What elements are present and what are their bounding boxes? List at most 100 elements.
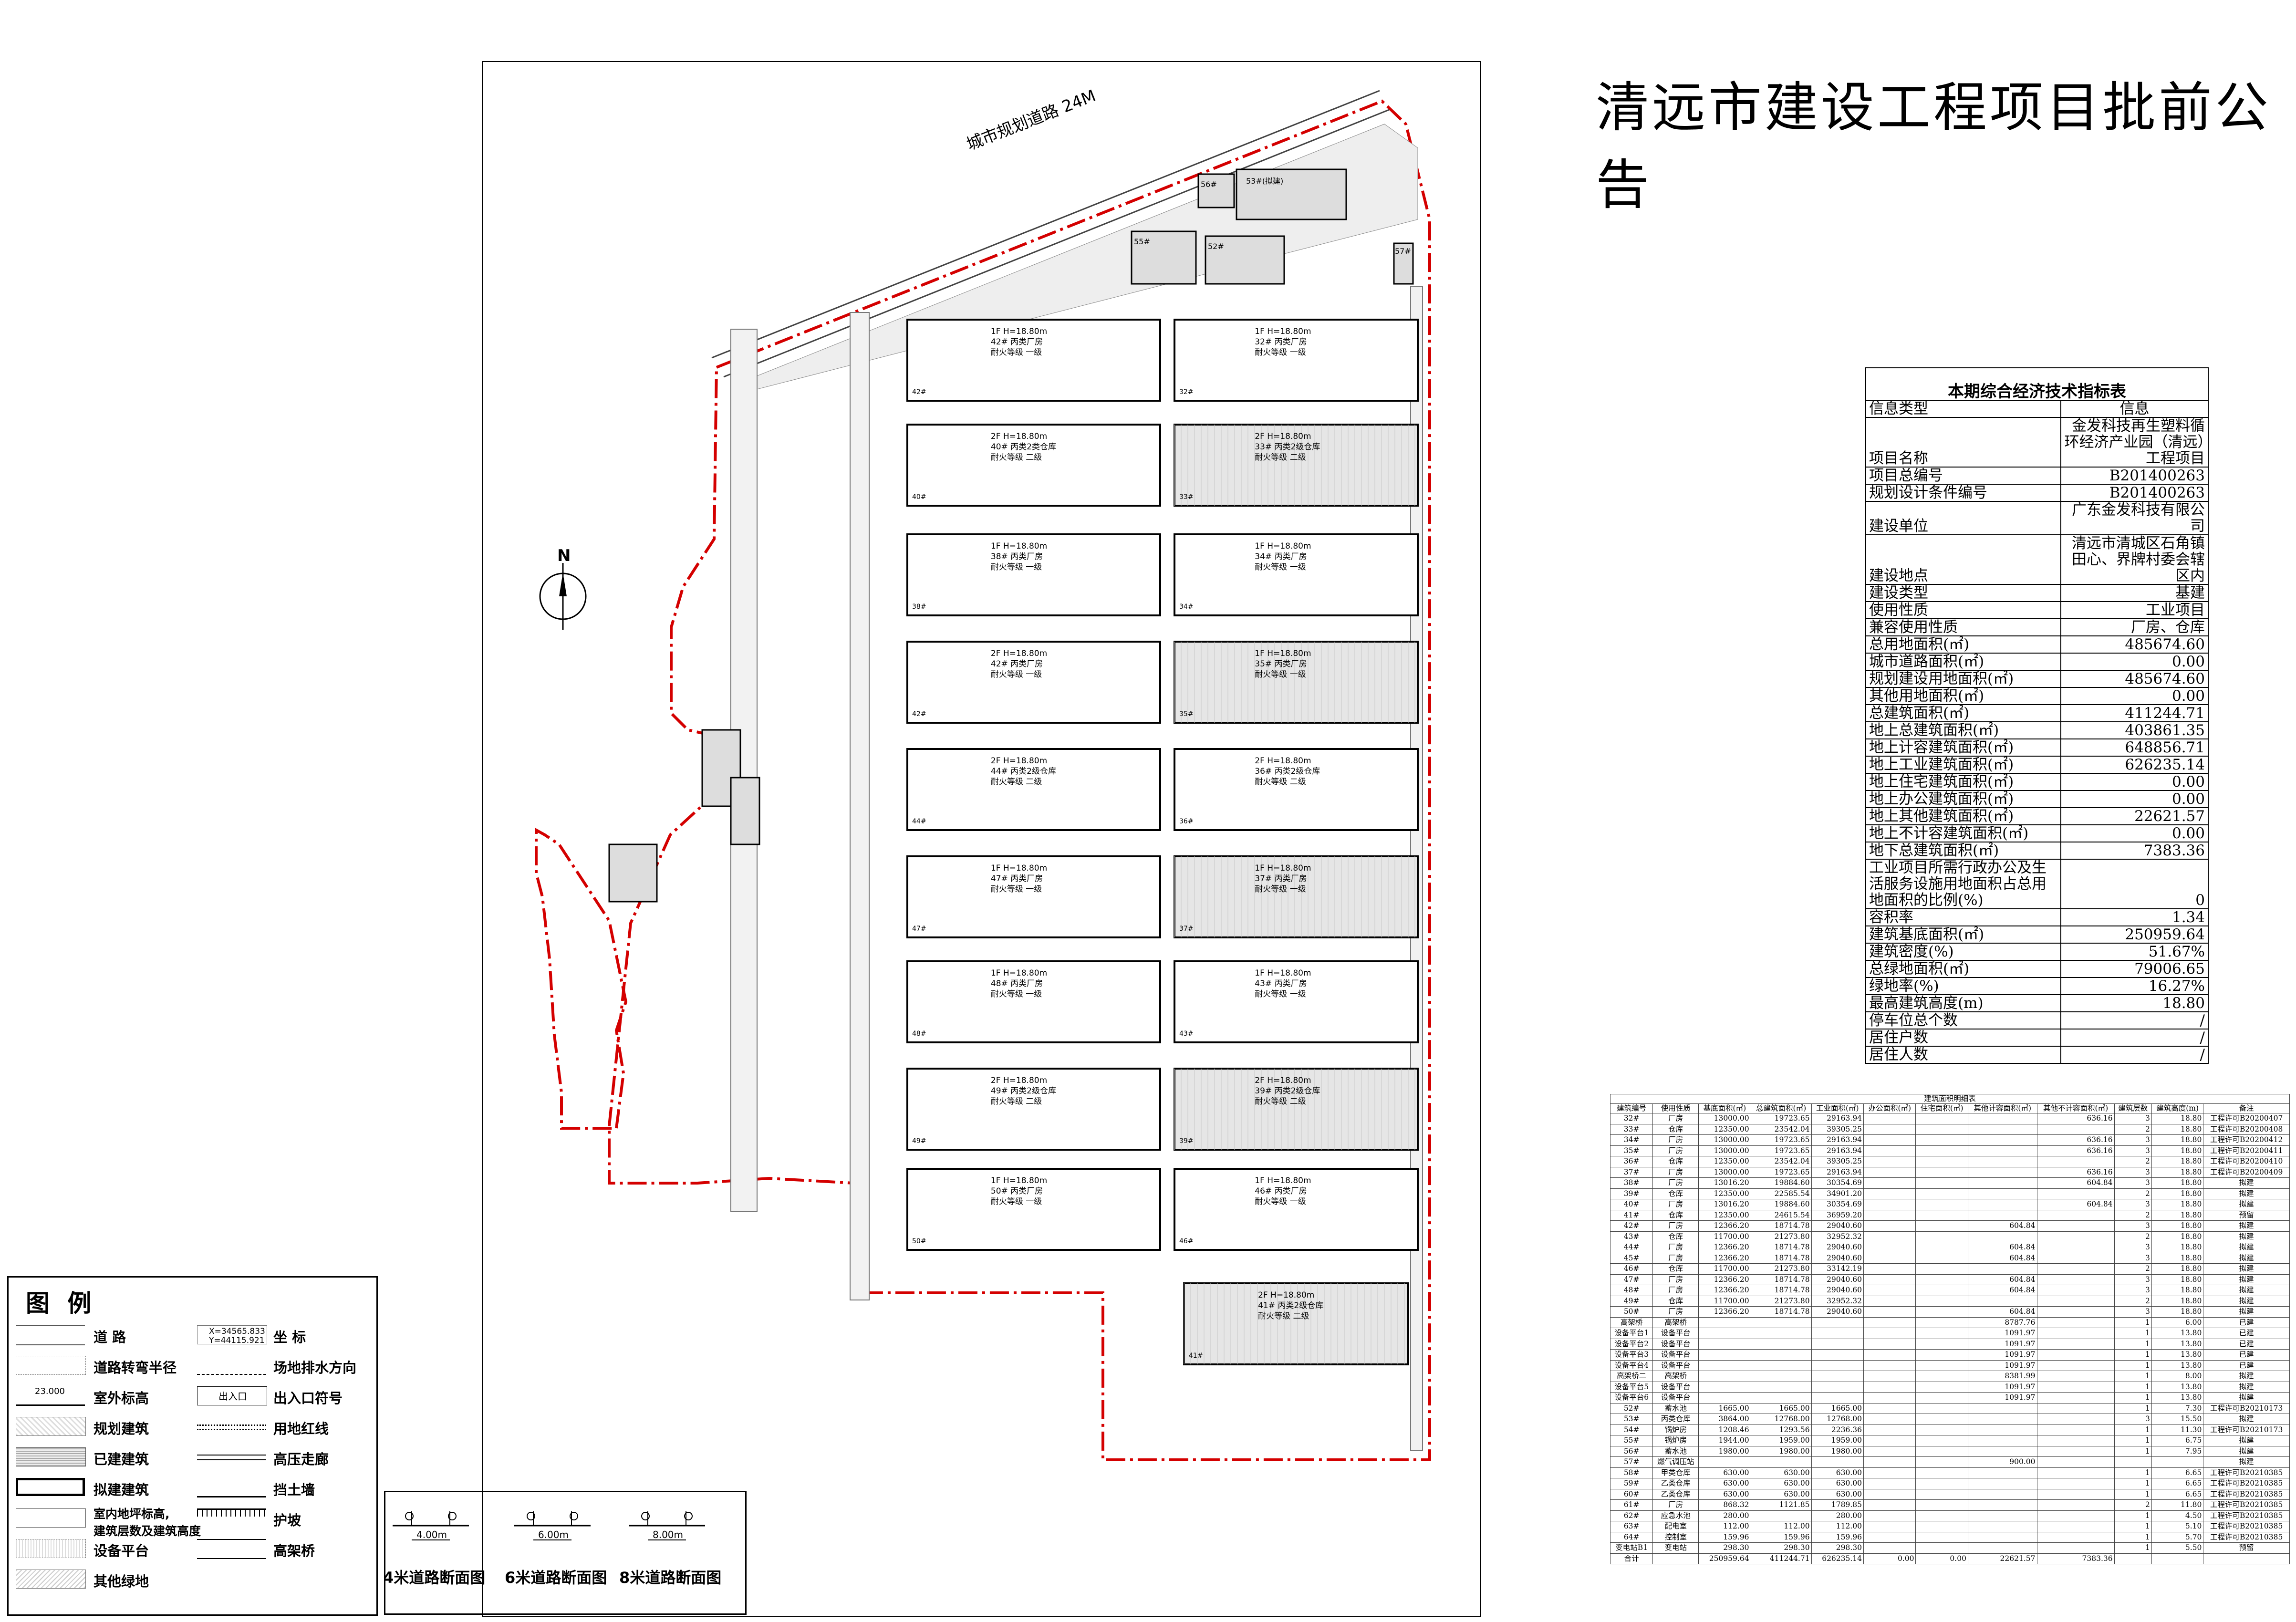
area-cell	[1863, 1242, 1916, 1253]
north-arrow-icon	[539, 563, 587, 630]
area-cell: 2	[2114, 1156, 2152, 1167]
area-cell: 1	[2114, 1371, 2152, 1382]
area-cell: 604.84	[1967, 1274, 2037, 1285]
area-cell	[1967, 1177, 2037, 1189]
area-cell: 18.80	[2151, 1123, 2204, 1135]
building-tag: 42#	[912, 710, 926, 718]
area-cell: 1	[2114, 1510, 2152, 1521]
indicator-key: 地上住宅建筑面积(㎡)	[1865, 773, 2061, 791]
area-cell: 630.00	[1811, 1478, 1864, 1489]
area-cell	[1915, 1123, 1968, 1135]
area-cell	[1967, 1445, 2037, 1457]
area-cell: 60#	[1610, 1488, 1653, 1500]
area-cell: 高架桥	[1652, 1317, 1699, 1328]
area-cell: 拟建	[2203, 1371, 2290, 1382]
area-cell: 604.84	[1967, 1306, 2037, 1318]
area-cell	[1915, 1424, 1968, 1435]
area-cell: 18.80	[2151, 1231, 2204, 1242]
area-cell: 18.80	[2151, 1295, 2204, 1307]
area-cell	[1863, 1252, 1916, 1264]
road-section-label: 4米道路断面图	[385, 1569, 485, 1587]
area-cell	[2036, 1360, 2115, 1371]
building-label: 2F H=18.80m	[991, 432, 1047, 441]
area-cell	[1863, 1177, 1916, 1189]
area-cell: 1091.97	[1967, 1349, 2037, 1361]
building-tag: 42#	[912, 388, 926, 396]
indicator-row: 绿地率(%)16.27%	[1865, 977, 2209, 995]
area-cell: 36959.20	[1811, 1209, 1864, 1221]
legend-swatch	[16, 1508, 86, 1528]
indicator-key: 建设单位	[1865, 501, 2061, 535]
legend-label: 坐 标	[273, 1329, 306, 1345]
area-cell: 3	[2114, 1414, 2152, 1425]
area-cell: 厂房	[1652, 1499, 1699, 1511]
building-tag: 41#	[1189, 1352, 1203, 1360]
indicator-value: 485674.60	[2060, 635, 2209, 654]
building-label: 耐火等级 一级	[1255, 1197, 1306, 1206]
area-cell	[2036, 1123, 2115, 1135]
indicator-key: 地上其他建筑面积(㎡)	[1865, 807, 2061, 825]
building-label: 1F H=18.80m	[991, 1176, 1047, 1185]
indicator-table: 本期综合经济技术指标表 信息类型 信息 项目名称金发科技再生塑料循环经济产业园（…	[1865, 367, 2209, 1064]
building-label: 耐火等级 一级	[991, 989, 1042, 999]
road-width: 6.00m	[538, 1529, 569, 1540]
indicator-row: 其他用地面积(㎡)0.00	[1865, 687, 2209, 705]
area-cell	[1698, 1317, 1751, 1328]
area-cell: 1665.00	[1811, 1403, 1864, 1414]
area-cell: 18.80	[2151, 1252, 2204, 1264]
indicator-value: 403861.35	[2060, 721, 2209, 739]
area-cell: 11700.00	[1698, 1263, 1751, 1275]
area-cell: 900.00	[1967, 1456, 2037, 1468]
area-cell: 乙类仓库	[1652, 1488, 1699, 1500]
area-cell: 设备平台	[1652, 1338, 1699, 1350]
building-label: 耐火等级 一级	[991, 884, 1042, 894]
area-cell: 42#	[1610, 1220, 1653, 1232]
area-cell	[2036, 1209, 2115, 1221]
indicator-key: 地上不计容建筑面积(㎡)	[1865, 824, 2061, 842]
area-column-header: 使用性质	[1652, 1103, 1699, 1113]
area-cell: 工程许可B20210385	[2203, 1478, 2290, 1489]
building-label: 35# 丙类厂房	[1255, 659, 1307, 669]
area-cell: 19884.60	[1750, 1177, 1812, 1189]
road-width: 8.00m	[653, 1529, 683, 1540]
area-cell: 38#	[1610, 1177, 1653, 1189]
area-column-header: 住宅面积(㎡)	[1915, 1103, 1968, 1113]
area-cell	[1811, 1338, 1864, 1350]
area-cell	[1915, 1199, 1968, 1210]
building-tag: 43#	[1179, 1030, 1194, 1038]
area-cell: 604.84	[2036, 1199, 2115, 1210]
area-cell: 21273.80	[1750, 1263, 1812, 1275]
area-cell	[1915, 1338, 1968, 1350]
building-label: 1F H=18.80m	[1255, 968, 1311, 978]
area-cell: 拟建	[2203, 1231, 2290, 1242]
area-cell: 1	[2114, 1445, 2152, 1457]
area-cell: 298.30	[1750, 1542, 1812, 1554]
area-cell: 112.00	[1698, 1521, 1751, 1532]
indicator-value: 0.00	[2060, 790, 2209, 808]
area-cell	[2036, 1295, 2115, 1307]
area-cell: 56#	[1610, 1445, 1653, 1457]
area-cell: 1	[2114, 1317, 2152, 1328]
area-cell	[1915, 1349, 1968, 1361]
area-cell: 32952.32	[1811, 1231, 1864, 1242]
area-cell: 112.00	[1811, 1521, 1864, 1532]
area-cell: 设备平台4	[1610, 1360, 1653, 1371]
area-cell: 29163.94	[1811, 1166, 1864, 1178]
area-cell: 604.84	[2036, 1177, 2115, 1189]
area-cell: 44#	[1610, 1242, 1653, 1253]
area-cell	[1967, 1467, 2037, 1478]
indicator-key: 总用地面积(㎡)	[1865, 635, 2061, 654]
area-cell: 630.00	[1750, 1467, 1812, 1478]
area-cell: 1665.00	[1750, 1403, 1812, 1414]
area-cell	[2036, 1488, 2115, 1500]
building-tag: 34#	[1179, 603, 1194, 611]
area-cell: 13.80	[2151, 1349, 2204, 1361]
area-cell: 3864.00	[1698, 1414, 1751, 1425]
building-label: 37# 丙类厂房	[1255, 874, 1307, 884]
indicator-key: 停车位总个数	[1865, 1011, 2061, 1029]
